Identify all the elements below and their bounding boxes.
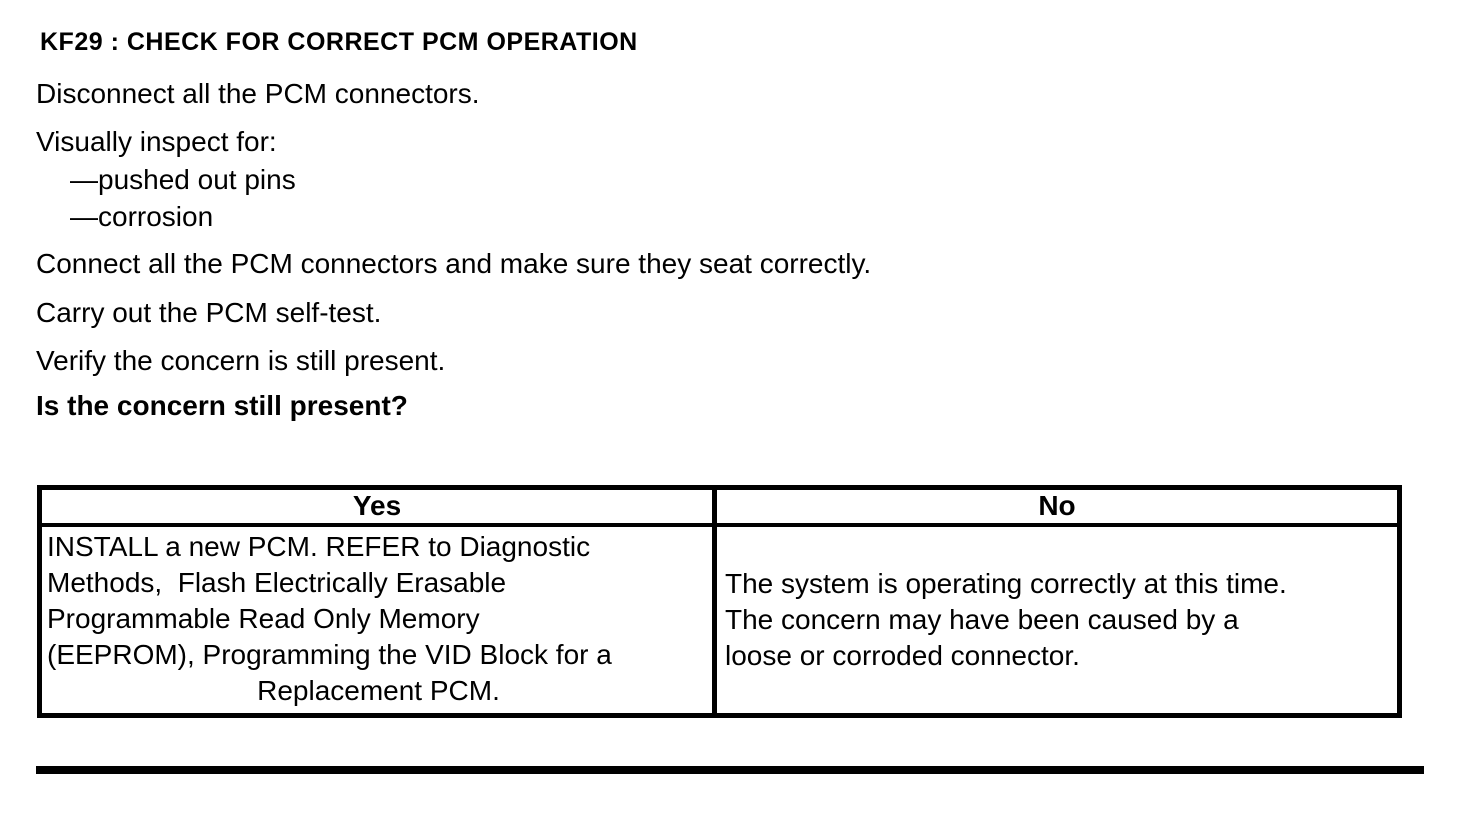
yes-column-header: Yes: [42, 490, 717, 527]
yes-action-text-line: Replacement PCM.: [257, 675, 500, 706]
yes-action-text-line: (EEPROM), Programming the VID Block for …: [47, 639, 612, 670]
section-divider-rule: [36, 766, 1424, 774]
instruction-line: Verify the concern is still present.: [36, 345, 446, 376]
instruction-line: Carry out the PCM self-test.: [36, 297, 382, 328]
yes-action-text-line: Methods, Flash Electrically Erasable: [47, 567, 507, 598]
no-action-text-line: loose or corroded connector.: [725, 640, 1080, 671]
instruction-line: Connect all the PCM connectors and make …: [36, 248, 872, 279]
procedure-step-title: KF29 : CHECK FOR CORRECT PCM OPERATION: [40, 28, 638, 56]
instruction-sub-item: —pushed out pins: [70, 164, 296, 195]
decision-question: Is the concern still present?: [36, 390, 408, 421]
no-action-cell: The system is operating correctly at thi…: [717, 527, 1397, 713]
instruction-sub-item: —corrosion: [70, 201, 214, 232]
no-column-header: No: [717, 490, 1397, 527]
yes-no-results-table: Yes No INSTALL a new PCM. REFER to Diagn…: [37, 485, 1402, 718]
instruction-line: Visually inspect for:: [36, 126, 277, 157]
yes-action-cell: INSTALL a new PCM. REFER to Diagnostic M…: [42, 527, 717, 713]
instruction-line: Disconnect all the PCM connectors.: [36, 78, 480, 109]
yes-action-text-line: INSTALL a new PCM. REFER to Diagnostic: [47, 531, 591, 562]
yes-action-text-line: Programmable Read Only Memory: [47, 603, 480, 634]
no-action-text-line: The system is operating correctly at thi…: [725, 568, 1287, 599]
no-action-text-line: The concern may have been caused by a: [725, 604, 1239, 635]
